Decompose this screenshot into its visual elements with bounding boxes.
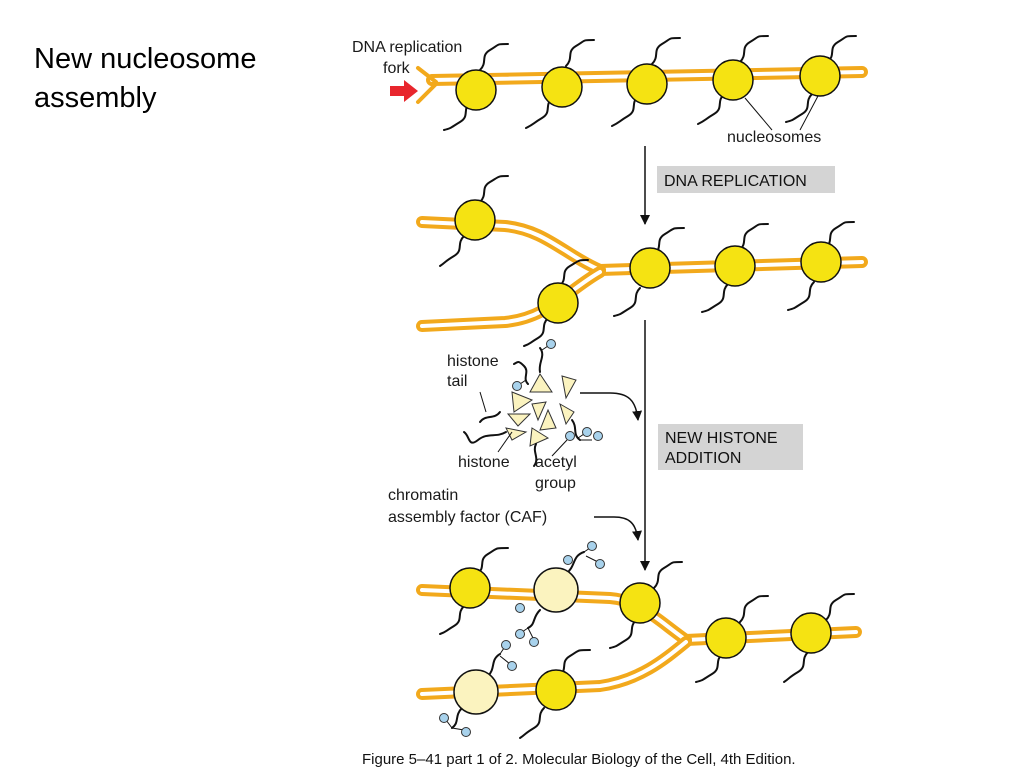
histone-wedge [511,391,534,413]
nucleosome [800,241,842,283]
acetyl-group [512,381,522,391]
nucleosome [799,55,841,97]
figure-caption: Figure 5–41 part 1 of 2. Molecular Biolo… [362,751,796,768]
stage-box-dna-replication [657,166,835,193]
nucleosome [537,282,579,324]
acetyl-label-line-2: group [535,475,576,492]
nucleosome [541,66,583,108]
caf-label-line-1: chromatin [388,487,458,504]
new-nucleosome-top [515,541,605,647]
caf-join-arrow [594,516,642,541]
nucleosome [455,69,497,111]
slide-title-line-1: New nucleosome [34,43,257,75]
stage-box-new-histone [658,424,803,470]
daughter-3-bottom-gap [420,640,688,696]
histone-wedge [531,401,547,422]
histone-wedge [561,375,577,400]
acetyl-group [461,727,471,737]
tails-panel-2 [439,175,855,347]
histone-wedge [529,427,550,447]
nucleosome [626,63,668,105]
fork-label-line-2: fork [383,60,411,77]
histone-wedge [529,373,553,393]
new-nucleosome-bottom [439,640,517,737]
nucleosome [449,567,491,609]
slide-title: New nucleosome assembly [34,40,334,118]
acetyl-group [582,427,592,437]
acetyl-group [515,629,525,639]
nucleosome [790,612,832,654]
stage-new-histone-line-1: NEW HISTONE [665,430,778,447]
nucleosome [712,59,754,101]
histone-tail-label-line-1: histone [447,353,499,370]
acetyl-group [587,541,597,551]
nucleosome-new [453,669,499,715]
nucleosome [454,199,496,241]
tails-panel-3 [439,547,855,739]
acetyl-group [529,637,539,647]
stage-new-histone-line-2: ADDITION [665,450,741,467]
acetyl-group [565,431,575,441]
tails-panel-1 [443,35,857,131]
stage-dna-replication: DNA REPLICATION [664,173,807,190]
fork-arrow [390,80,418,102]
acetyl-group [593,431,603,441]
nucleosomes-leader-2 [799,95,819,131]
caf-label-line-2: assembly factor (CAF) [388,509,547,526]
acetyl-group [507,661,517,671]
acetyl-group [501,640,511,650]
nucleosome-new [533,567,579,613]
acetyl-group [515,603,525,613]
panel-replication-fork [416,175,868,347]
nucleosome [705,617,747,659]
histone-wedge [506,413,532,427]
panel-before-replication: DNA replication fork nucleosomes [352,35,868,146]
fork-label-line-1: DNA replication [352,39,462,56]
acetyl-group [439,713,449,723]
acetyl-group [546,339,556,349]
fork-strand-bottom [416,82,438,104]
nucleosome [714,245,756,287]
histone-wedge [559,402,575,426]
acetyl-group [595,559,605,569]
nucleosome [619,582,661,624]
nucleosome [629,247,671,289]
acetyl-label-line-1: acetyl [535,454,577,471]
acetyl-group [563,555,573,565]
histone-leader [497,431,513,453]
acetyl-leader [551,439,568,457]
panel-new-nucleosome-assembly [416,541,862,739]
histone-label: histone [458,454,510,471]
histone-tail-leader [479,391,487,413]
nucleosomes-leader-1 [744,97,773,131]
nucleosomes-label: nucleosomes [727,129,821,146]
free-histones-cluster [463,339,603,467]
fork-strand-top [416,66,438,84]
histone-join-arrow [580,392,643,421]
slide-title-line-2: assembly [34,82,157,114]
daughter-duplex-top-gap [420,220,602,272]
nucleosome [535,669,577,711]
histone-wedge [505,427,528,441]
histone-wedge [539,408,557,431]
histone-tail-label-line-2: tail [447,373,467,390]
